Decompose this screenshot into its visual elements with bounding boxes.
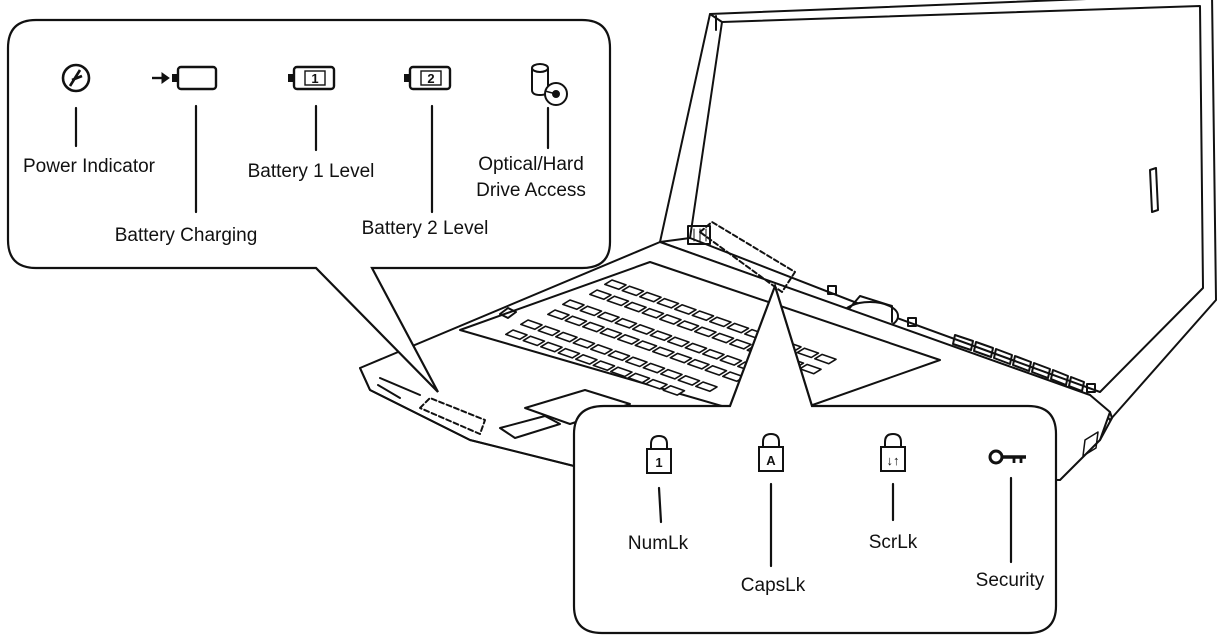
keyboard-key (656, 297, 680, 309)
battery-1-icon: 1 (288, 65, 336, 91)
capslock-glyph: A (766, 453, 776, 468)
keyboard-key (702, 348, 725, 360)
keyboard-key (617, 334, 640, 345)
keyboard-key (660, 368, 683, 380)
keyboard-key (709, 316, 732, 328)
keyboard-key (722, 371, 745, 383)
keyboard-key (624, 301, 647, 313)
keyboard-key (676, 320, 700, 332)
keyboard-key (627, 372, 651, 384)
keyboard-key (537, 325, 561, 337)
keyboard-key (711, 332, 735, 344)
top-callout-bubble (6, 18, 612, 393)
keyboard-key (659, 314, 682, 325)
keyboard-key (540, 341, 563, 353)
keyboard-key (557, 347, 581, 359)
battery-1-number: 1 (311, 71, 318, 86)
keyboard-key (522, 335, 546, 347)
keyboard-key (684, 342, 708, 354)
keyboard-key (520, 319, 543, 331)
keyboard-key (590, 344, 613, 355)
keyboard-key (645, 378, 668, 390)
keyboard-key (634, 340, 658, 352)
front-led-cluster (419, 397, 486, 435)
keyboard-key (607, 350, 631, 362)
battery-2-level-label: Battery 2 Level (362, 218, 489, 239)
battery-2-number: 2 (427, 71, 434, 86)
numlk-label: NumLk (628, 533, 689, 554)
keyboard-key (649, 330, 673, 342)
keyboard-key (610, 366, 633, 378)
keyboard-key (691, 310, 715, 322)
touchpad (524, 389, 631, 425)
top-callout: 1 2 Power Indicator Battery Charging Bat… (6, 18, 612, 393)
power-icon (61, 63, 91, 93)
keyboard-key (604, 279, 627, 291)
battery-2-icon: 2 (404, 65, 452, 91)
keyboard-key (625, 356, 648, 368)
keyboard-key (695, 381, 718, 393)
keyboard-key (639, 291, 662, 303)
keyboard-key (579, 305, 603, 317)
keyboard-key (799, 363, 822, 375)
keyboard-key (669, 352, 693, 364)
keyboard-key (614, 317, 638, 329)
keyboard-key (694, 326, 717, 338)
keyboard-key (641, 307, 665, 319)
numlock-glyph: 1 (655, 455, 662, 470)
scrolllock-icon: ↓↑ (880, 432, 906, 472)
keyboard-key (642, 362, 666, 374)
keyboard-key (599, 327, 623, 339)
fingerprint-sensor (687, 225, 711, 245)
keyboard-key (589, 289, 612, 301)
keyboard-key (796, 347, 820, 359)
top-led-cluster (699, 221, 796, 293)
drive-access-label-line1: Optical/Hard (478, 154, 584, 175)
battery-charging-label: Battery Charging (115, 225, 258, 246)
security-key-icon (988, 449, 1026, 465)
keyboard-key (555, 331, 578, 343)
battery-1-level-label: Battery 1 Level (248, 161, 375, 182)
drive-access-icon (531, 63, 568, 106)
keyboard-key (606, 295, 630, 307)
keyboard-key (729, 338, 752, 350)
keyboard-key (597, 311, 620, 323)
scrolllock-glyph: ↓↑ (887, 453, 900, 468)
keyboard-key (575, 354, 598, 365)
numlk-leader (657, 486, 663, 524)
keyboard-key (662, 385, 686, 396)
keyboard-key (677, 375, 701, 386)
keyboard-key (572, 337, 596, 349)
scrlk-label: ScrLk (869, 532, 918, 553)
keyboard-key (564, 315, 588, 327)
keyboard-key (719, 355, 743, 366)
bottom-callout-bubble (572, 282, 1058, 635)
capslk-label: CapsLk (741, 575, 806, 596)
security-label: Security (976, 570, 1045, 591)
keyboard-key (505, 329, 528, 341)
keyboard-key (674, 304, 697, 315)
keyboard-key (621, 285, 645, 297)
numlock-icon: 1 (646, 434, 672, 474)
drive-access-label-line2: Drive Access (476, 180, 586, 201)
keyboard-key (687, 358, 710, 370)
keyboard-key (652, 346, 675, 358)
keyboard-key (562, 299, 585, 311)
keyboard-key (726, 322, 750, 334)
bottom-callout: 1 A ↓↑ NumLk CapsLk ScrLk Security (572, 282, 1058, 635)
capslock-icon: A (758, 432, 784, 472)
keyboard-key (592, 360, 616, 372)
tablet-buttons (952, 334, 1096, 393)
keyboard-key (704, 365, 728, 376)
keyboard-key (667, 336, 690, 348)
keyboard-key (547, 309, 570, 321)
battery-charging-icon (152, 65, 218, 91)
keyboard-key (632, 324, 655, 335)
keyboard-key (814, 353, 837, 365)
power-indicator-label: Power Indicator (23, 156, 156, 177)
keyboard-key (582, 321, 605, 333)
